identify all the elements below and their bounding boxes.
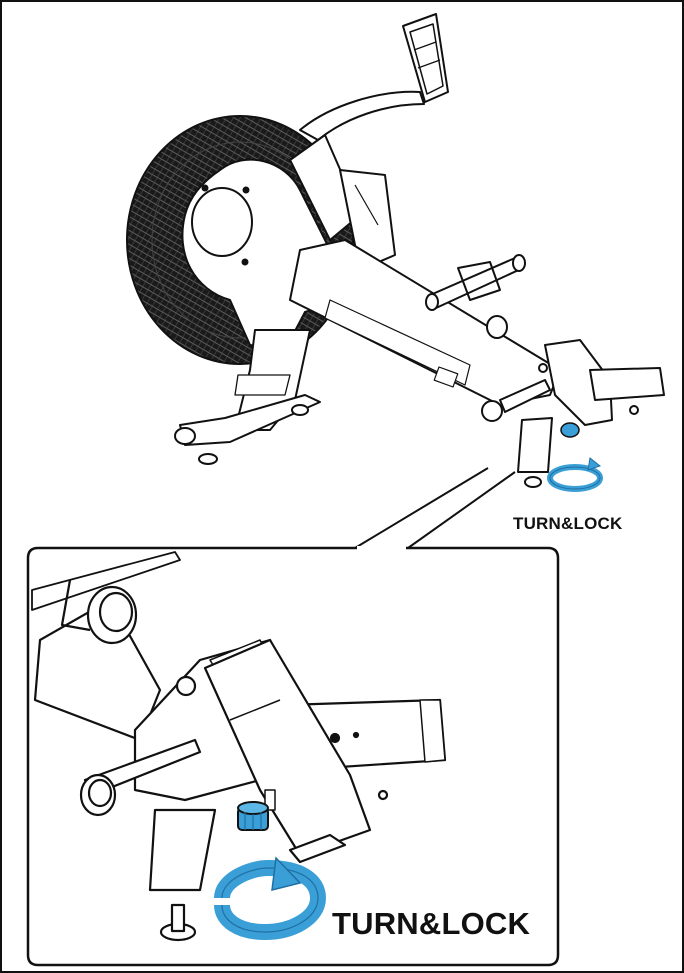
turn-lock-label-small: TURN&LOCK	[513, 514, 623, 533]
side-knob	[79, 773, 117, 817]
console-arm	[299, 90, 425, 141]
callout-leader	[354, 467, 489, 549]
fan-hub	[191, 187, 253, 257]
handle-bar	[425, 254, 526, 311]
seat-knob	[486, 315, 508, 339]
circular-arrow-icon	[547, 457, 603, 492]
rear-leg	[148, 808, 217, 892]
circular-arrow-icon	[214, 856, 327, 941]
rower-illustration	[126, 13, 665, 488]
leveling-knob-icon	[237, 801, 269, 831]
turn-lock-label-large: TURN&LOCK	[332, 906, 531, 941]
detail-illustration	[31, 551, 447, 942]
rear-leg-small	[517, 417, 553, 473]
rear-bracket-small	[544, 339, 613, 426]
leveling-knob-icon	[560, 422, 580, 438]
large-knob	[86, 585, 138, 645]
main-rail	[289, 239, 561, 406]
console-monitor	[402, 13, 449, 103]
